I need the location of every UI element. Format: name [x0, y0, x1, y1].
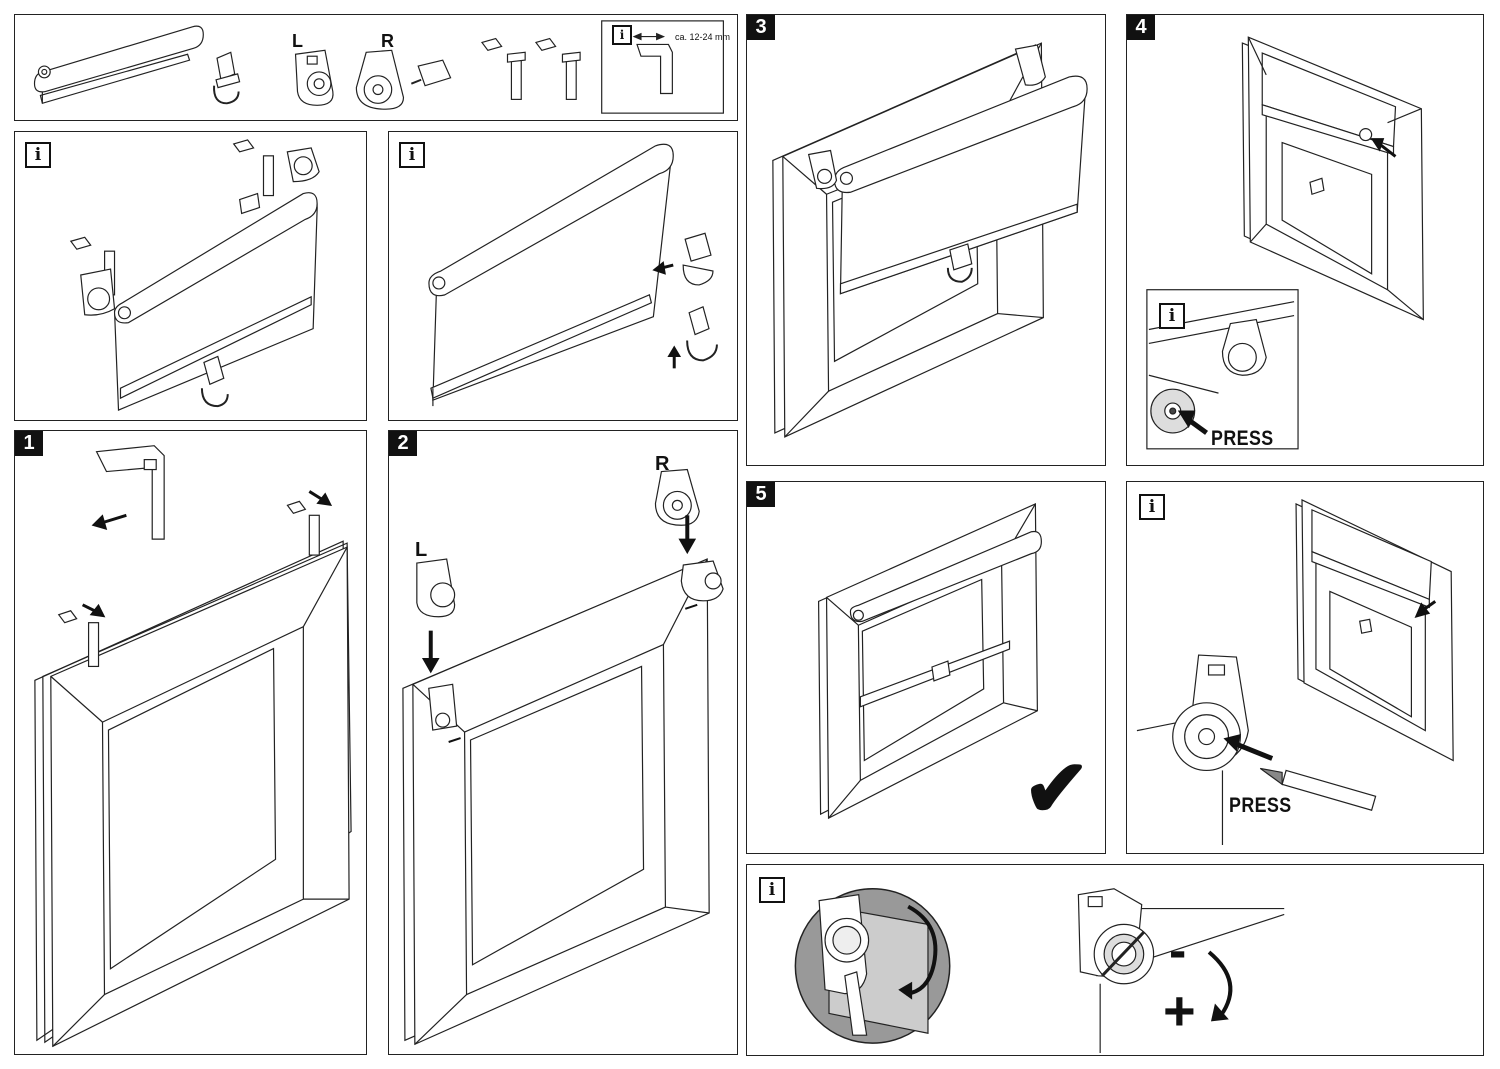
info-panel-clips: i	[388, 131, 738, 421]
step-3-panel: 3	[746, 14, 1106, 466]
right-bracket-label: R	[381, 31, 394, 51]
step-4-panel: 4	[1126, 14, 1484, 466]
info-icon: i	[1159, 303, 1185, 329]
info-icon: i	[612, 25, 632, 45]
info-panel-press: i PRESS	[1126, 481, 1484, 854]
step-1-panel: 1	[14, 430, 367, 1055]
info-icon: i	[759, 877, 785, 903]
parts-overview-panel: L R i ca. 12-24 mm	[14, 14, 738, 121]
minus-icon: -	[1169, 922, 1187, 980]
press-release-drawing	[1136, 498, 1454, 846]
step-2-drawing	[402, 468, 724, 1046]
step-2-panel: 2 L R	[388, 430, 738, 1055]
step-5-drawing	[817, 502, 1042, 820]
step-3-drawing	[772, 42, 1088, 438]
step-1-drawing	[34, 445, 352, 1048]
left-bracket-label: L	[292, 31, 303, 51]
step-4-drawing	[1146, 36, 1424, 450]
step-5-panel: 5 ✔	[746, 481, 1106, 854]
info-panel-tension: i - +	[746, 864, 1484, 1056]
left-bracket-label: L	[415, 539, 428, 561]
step-number: 3	[747, 15, 775, 40]
info-icon: i	[1139, 494, 1165, 520]
tension-adjust-drawing	[794, 888, 1285, 1054]
press-label: PRESS	[1229, 794, 1292, 817]
step-number: 2	[389, 431, 417, 456]
assembly-drawing	[69, 139, 320, 411]
step-number: 1	[15, 431, 43, 456]
step-number: 4	[1127, 15, 1155, 40]
step-number: 5	[747, 482, 775, 507]
plus-icon: +	[1163, 979, 1196, 1042]
measurement-text: ca. 12-24 mm	[675, 32, 731, 42]
press-label: PRESS	[1211, 427, 1274, 450]
info-icon: i	[399, 142, 425, 168]
info-panel-assembly: i	[14, 131, 367, 421]
right-bracket-label: R	[655, 453, 670, 475]
info-icon: i	[25, 142, 51, 168]
checkmark-icon: ✔	[1023, 744, 1091, 833]
clip-drawing	[428, 143, 718, 407]
